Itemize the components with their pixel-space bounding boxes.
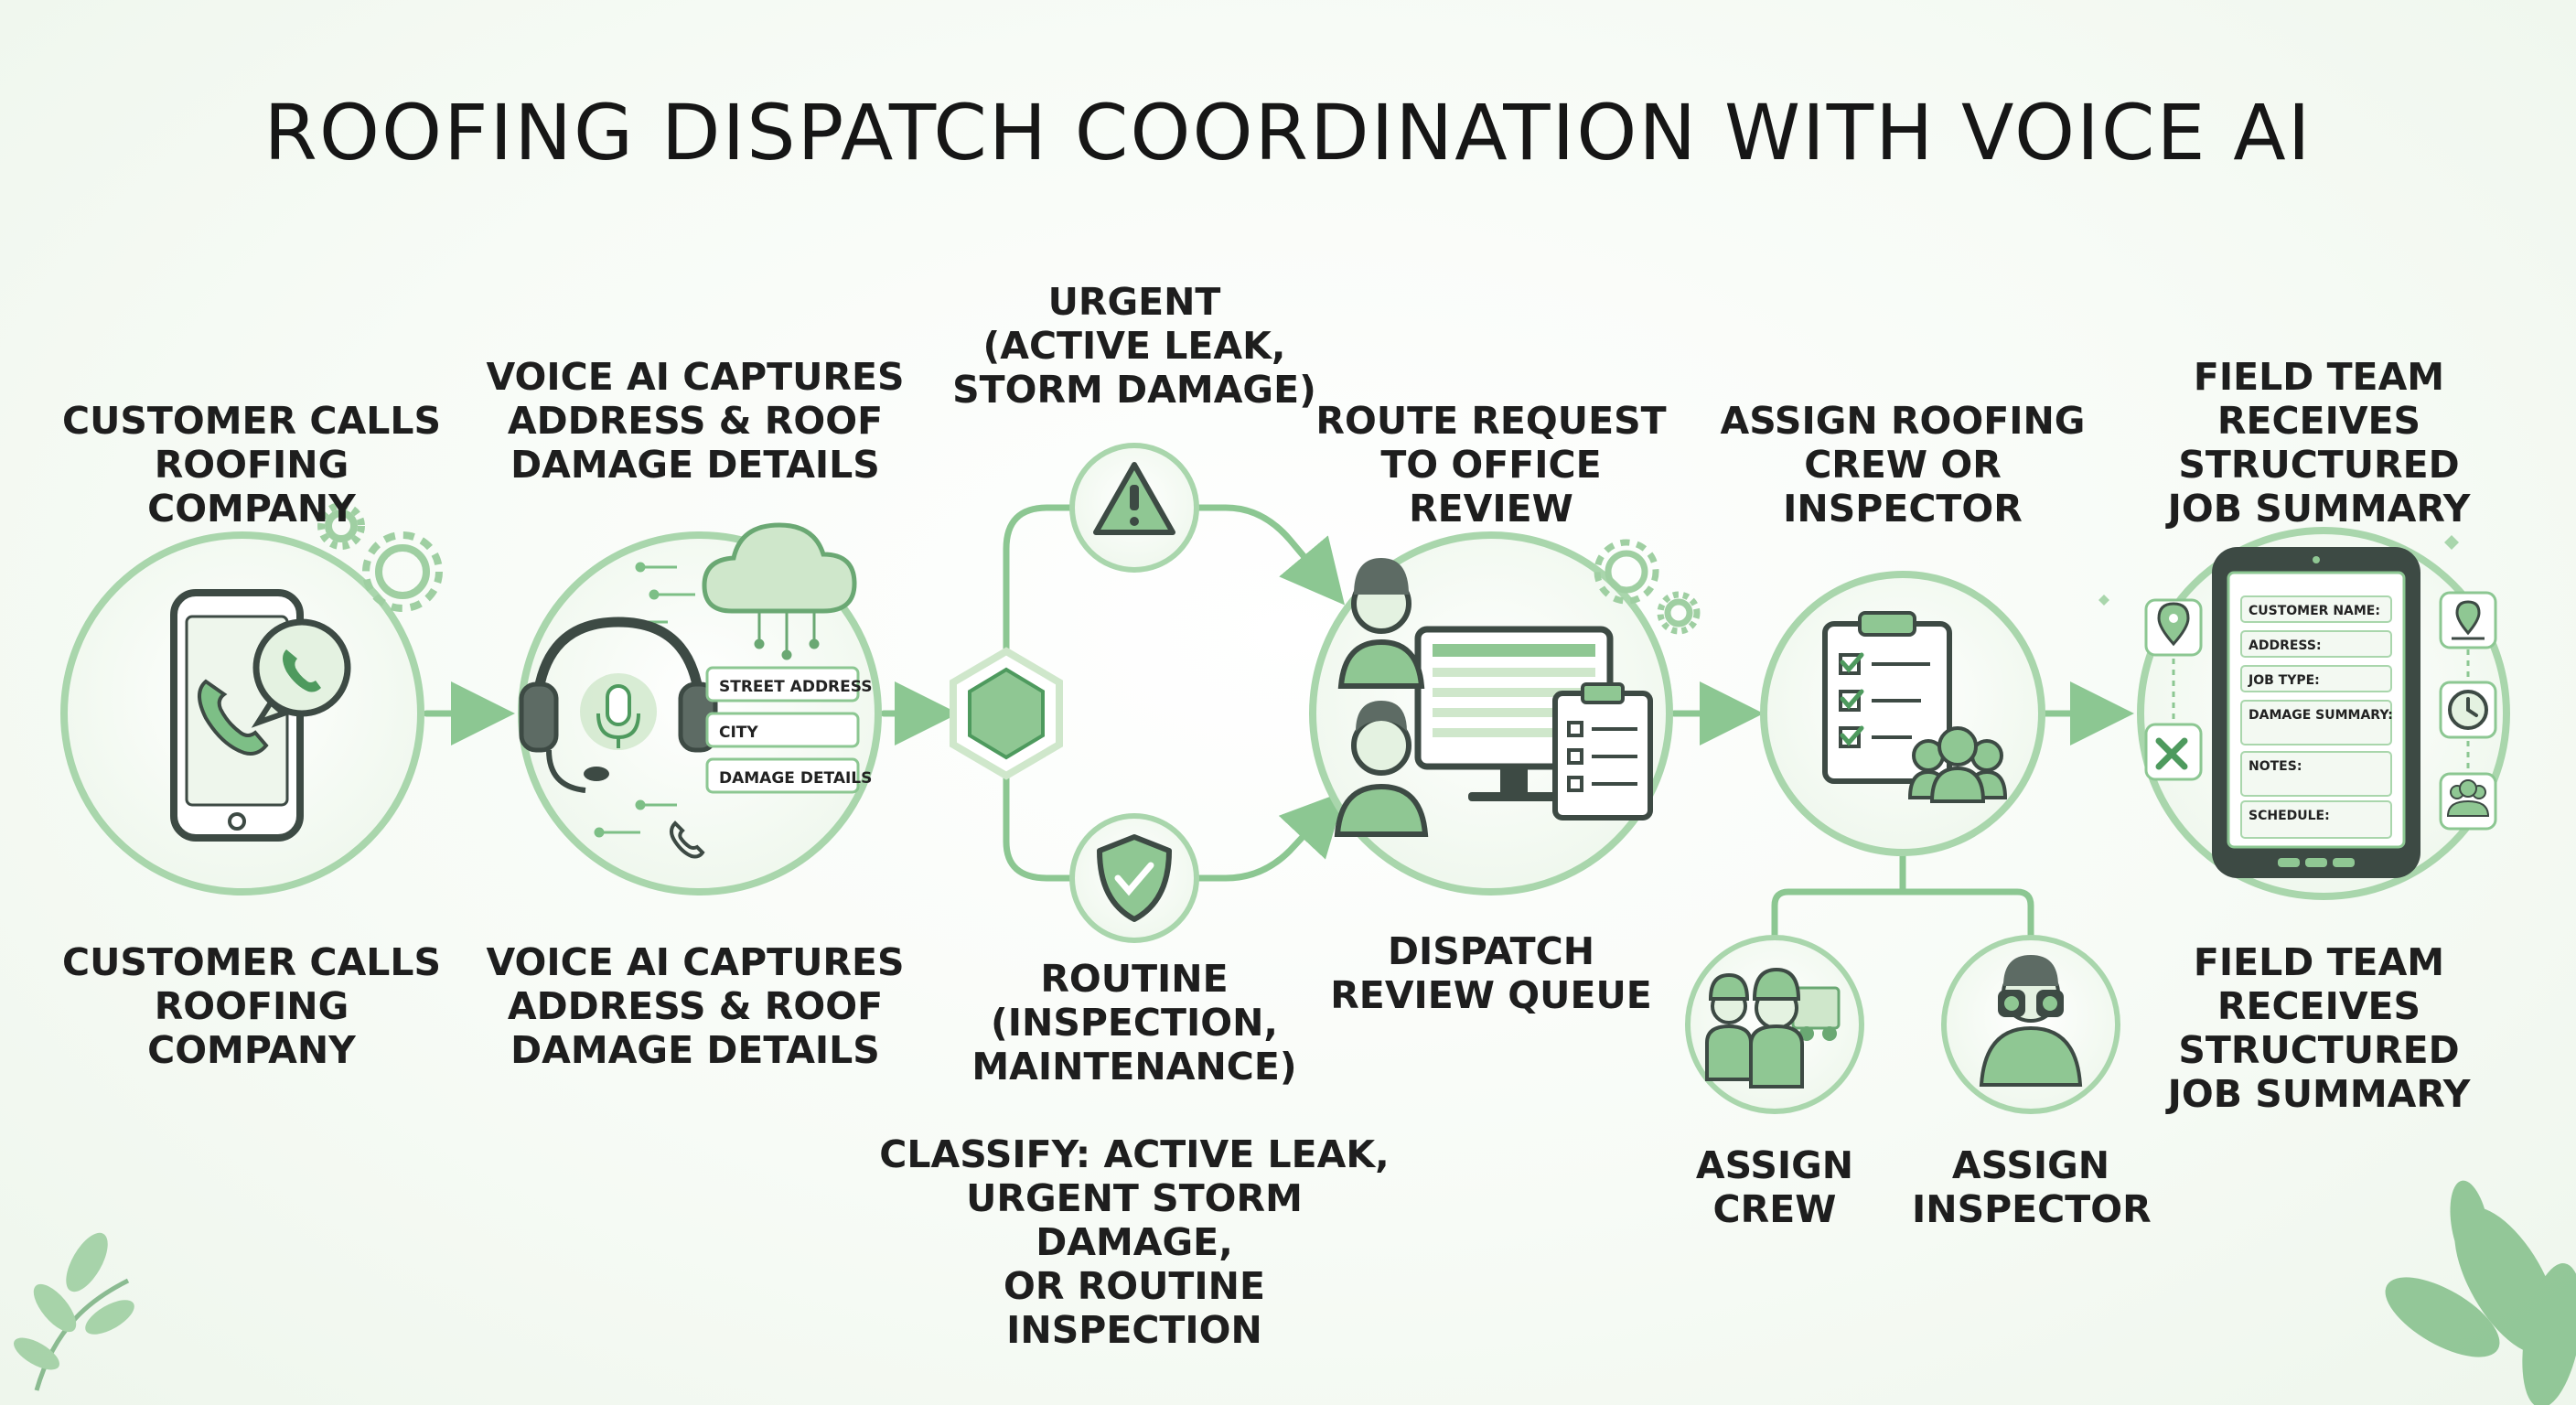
step-capture-node: STREET ADDRESS CITY DAMAGE DETAILS — [518, 522, 882, 896]
capture-bottom-label: VOICE AI CAPTURES ADDRESS & ROOF DAMAGE … — [486, 940, 905, 1072]
form-schedule: SCHEDULE: — [2249, 809, 2330, 823]
step-assign-node — [1760, 571, 2045, 856]
step-review-node — [1309, 531, 1701, 896]
location-icon — [2144, 598, 2203, 657]
review-gear-icon — [1594, 539, 1701, 635]
routine-node — [1069, 813, 1199, 943]
gear-icon — [317, 502, 443, 612]
leaf-decoration-left — [14, 1232, 134, 1391]
review-top-label: ROUTE REQUEST TO OFFICE REVIEW — [1315, 399, 1667, 531]
shield-check-icon — [1097, 834, 1172, 922]
review-bottom-label: DISPATCH REVIEW QUEUE — [1330, 929, 1652, 1017]
form-notes: NOTES: — [2249, 759, 2302, 774]
form-job-type: JOB TYPE: — [2248, 673, 2320, 688]
field-damage-details: DAMAGE DETAILS — [719, 769, 872, 788]
cloud-icon — [702, 522, 857, 660]
person-icon-2 — [1334, 701, 1429, 837]
clipboard-icon — [1552, 682, 1653, 820]
microphone-icon — [580, 673, 657, 750]
assign-top-label: ASSIGN ROOFING CREW OR INSPECTOR — [1720, 399, 2086, 531]
phone-handset-icon — [670, 820, 705, 859]
step-classify-node — [950, 443, 1199, 943]
connectors — [423, 504, 2134, 946]
person-icon — [1337, 558, 1425, 689]
form-customer-name: CUSTOMER NAME: — [2249, 604, 2380, 618]
field-street-address: STREET ADDRESS — [719, 678, 872, 696]
call-bottom-label: CUSTOMER CALLS ROOFING COMPANY — [62, 940, 441, 1072]
step-field-node: CUSTOMER NAME: ADDRESS: JOB TYPE: DAMAGE… — [2098, 527, 2510, 900]
sparkle-icons — [2098, 535, 2459, 606]
field-top-label: FIELD TEAM RECEIVES STRUCTURED JOB SUMMA… — [2167, 355, 2471, 531]
crew-icon — [1705, 967, 1841, 1089]
side-icons — [2144, 591, 2497, 831]
map-pin-icon — [2439, 591, 2497, 649]
routine-label: ROUTINE (INSPECTION, MAINTENANCE) — [971, 957, 1297, 1089]
assign-crew-node — [1685, 935, 1864, 1114]
assign-crew-label: ASSIGN CREW — [1695, 1143, 1854, 1231]
job-summary-form: CUSTOMER NAME: ADDRESS: JOB TYPE: DAMAGE… — [2240, 595, 2393, 839]
team-icon — [1907, 726, 2008, 803]
classify-caption: CLASSIFY: ACTIVE LEAK, URGENT STORM DAMA… — [879, 1132, 1390, 1352]
capture-top-label: VOICE AI CAPTURES ADDRESS & ROOF DAMAGE … — [486, 355, 905, 487]
field-city: CITY — [719, 724, 758, 742]
tools-icon — [2144, 723, 2203, 781]
hexagon-icon — [950, 647, 1063, 780]
checklist-icon — [1822, 611, 1952, 784]
people-icon — [2439, 772, 2497, 831]
leaf-decoration-right — [2385, 1180, 2576, 1405]
binoculars-icon — [1979, 955, 2083, 1087]
headset-icon — [519, 617, 718, 793]
step-call-node — [60, 502, 443, 896]
assign-inspector-node — [1941, 935, 2120, 1114]
assign-inspector-label: ASSIGN INSPECTOR — [1912, 1143, 2152, 1231]
call-top-label: CUSTOMER CALLS ROOFING COMPANY — [62, 399, 441, 531]
form-address: ADDRESS: — [2249, 638, 2322, 653]
clock-icon — [2439, 681, 2497, 739]
urgent-label: URGENT (ACTIVE LEAK, STORM DAMAGE) — [952, 280, 1316, 412]
chat-bubble-icon — [251, 618, 351, 728]
urgent-node — [1069, 443, 1199, 573]
page-title: ROOFING DISPATCH COORDINATION WITH VOICE… — [263, 88, 2313, 177]
warning-icon — [1093, 462, 1175, 535]
form-damage-summary: DAMAGE SUMMARY: — [2249, 708, 2393, 723]
capture-fields: STREET ADDRESS CITY DAMAGE DETAILS — [705, 666, 872, 794]
field-bottom-label: FIELD TEAM RECEIVES STRUCTURED JOB SUMMA… — [2167, 940, 2471, 1116]
